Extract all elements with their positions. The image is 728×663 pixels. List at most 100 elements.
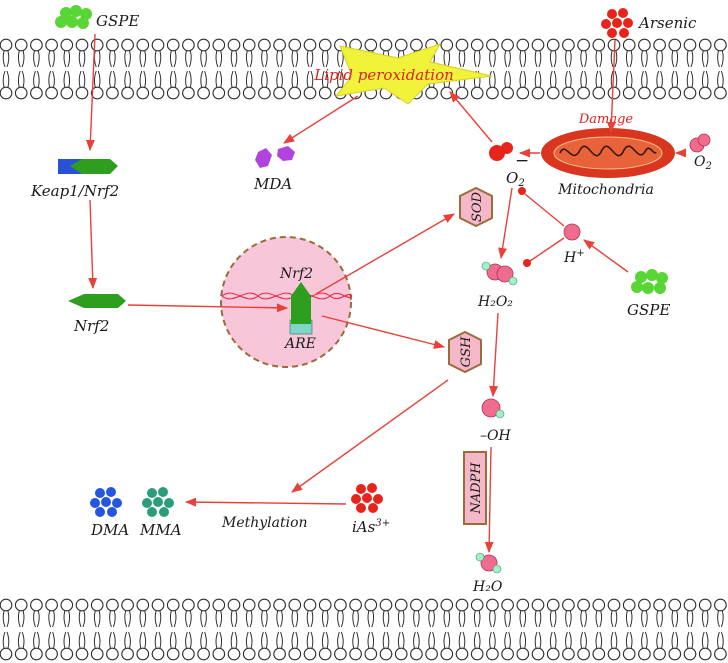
lipid-tail: [306, 70, 314, 88]
lipid-tail: [337, 610, 344, 628]
lipid-tail: [48, 610, 55, 628]
lipid-head: [182, 86, 195, 100]
lipid-tail: [671, 70, 679, 88]
arrow-gsh-to-methylation: [291, 379, 449, 493]
lipid-tail: [200, 631, 207, 649]
arrow-gspe-to-proton: [583, 239, 629, 273]
lipid-head: [653, 647, 666, 661]
lipid-tail: [154, 610, 162, 628]
lipid-head: [562, 38, 575, 52]
mitochondria-icon: [541, 128, 675, 178]
lipid-head: [516, 86, 530, 100]
lipid-head: [303, 38, 317, 52]
inhibit-dot-superoxide: [518, 187, 526, 195]
hydrogen-peroxide-icon: [481, 261, 518, 286]
lipid-head: [0, 38, 13, 52]
lipid-head: [90, 598, 104, 612]
lipid-head: [531, 598, 545, 612]
lipid-head: [592, 86, 606, 100]
lipid-tail: [321, 610, 329, 628]
lipid-tail: [109, 631, 116, 649]
are-label: ARE: [283, 336, 316, 352]
lipid-head: [531, 647, 545, 661]
lipid-tail: [656, 70, 663, 88]
lipid-head: [136, 86, 150, 100]
lipid-tail: [230, 50, 238, 68]
lipid-head: [166, 647, 180, 661]
lipid-tail: [78, 631, 86, 649]
lipid-tail: [671, 50, 679, 68]
lipid-tail: [230, 610, 238, 628]
lipid-head: [501, 647, 514, 661]
water-molecule-icon: [475, 552, 502, 574]
lipid-tail: [382, 631, 390, 649]
lipid-tail: [124, 50, 131, 68]
lipid-tail: [458, 50, 466, 68]
lipid-tail: [200, 610, 207, 628]
lipid-tail: [154, 631, 162, 649]
lipid-head: [698, 86, 712, 100]
lipid-head: [75, 86, 89, 100]
lipid-head: [45, 38, 58, 52]
lipid-head: [151, 598, 165, 612]
lipid-tail: [291, 610, 299, 628]
lipid-peroxidation-star-icon: [334, 43, 493, 105]
lipid-head: [288, 598, 302, 612]
lipid-tail: [291, 70, 299, 88]
lipid-tail: [185, 610, 192, 628]
lipid-head: [166, 598, 180, 612]
lipid-head: [607, 86, 621, 100]
lipid-head: [379, 598, 393, 612]
lipid-head: [394, 598, 408, 612]
lipid-tail: [458, 631, 466, 649]
gsh-enzyme-icon: [448, 330, 482, 374]
lipid-tail: [230, 70, 238, 88]
lipid-tail: [93, 50, 101, 68]
proton-icon: [563, 223, 581, 241]
lipid-tail: [595, 70, 603, 88]
lipid-tail: [33, 50, 40, 68]
damage-label: Damage: [578, 112, 634, 127]
lipid-head: [668, 598, 682, 612]
lipid-head: [622, 598, 636, 612]
lipid-head: [45, 598, 58, 612]
lipid-head: [197, 86, 210, 100]
lipid-head: [273, 647, 286, 661]
lipid-head: [562, 86, 575, 100]
lipid-head: [30, 647, 43, 661]
lipid-head: [318, 86, 332, 100]
lipid-tail: [504, 70, 511, 88]
lipid-head: [0, 647, 13, 661]
dma-cluster-icon: [90, 487, 122, 517]
lipid-head: [182, 38, 195, 52]
lipid-tail: [534, 50, 542, 68]
lipid-tail: [48, 50, 55, 68]
lipid-head: [364, 647, 378, 661]
lipid-head: [668, 86, 682, 100]
lipid-tail: [245, 50, 253, 68]
lipid-tail: [458, 610, 466, 628]
lipid-head: [364, 598, 378, 612]
oxygen-molecule-icon: [689, 133, 711, 153]
lipid-head: [318, 647, 332, 661]
lipid-head: [121, 86, 134, 100]
lipid-tail: [565, 610, 572, 628]
lipid-head: [14, 598, 28, 612]
lipid-tail: [124, 70, 131, 88]
lipid-tail: [245, 70, 253, 88]
lipid-head: [273, 598, 286, 612]
pathway-arrows: [85, 33, 687, 554]
lipid-head: [577, 647, 590, 661]
arrow-nucleus-to-gsh: [321, 315, 446, 349]
lipid-head: [607, 598, 621, 612]
lipid-head: [227, 647, 241, 661]
lipid-head: [60, 598, 74, 612]
lipid-head: [455, 647, 469, 661]
lipid-tail: [185, 50, 192, 68]
lipid-head: [14, 647, 28, 661]
lipid-head: [698, 647, 712, 661]
nrf2-label-left: Nrf2: [73, 317, 109, 335]
lipid-peroxidation-label: Lipid peroxidation: [313, 66, 454, 84]
lipid-head: [90, 38, 104, 52]
lipid-tail: [625, 631, 633, 649]
